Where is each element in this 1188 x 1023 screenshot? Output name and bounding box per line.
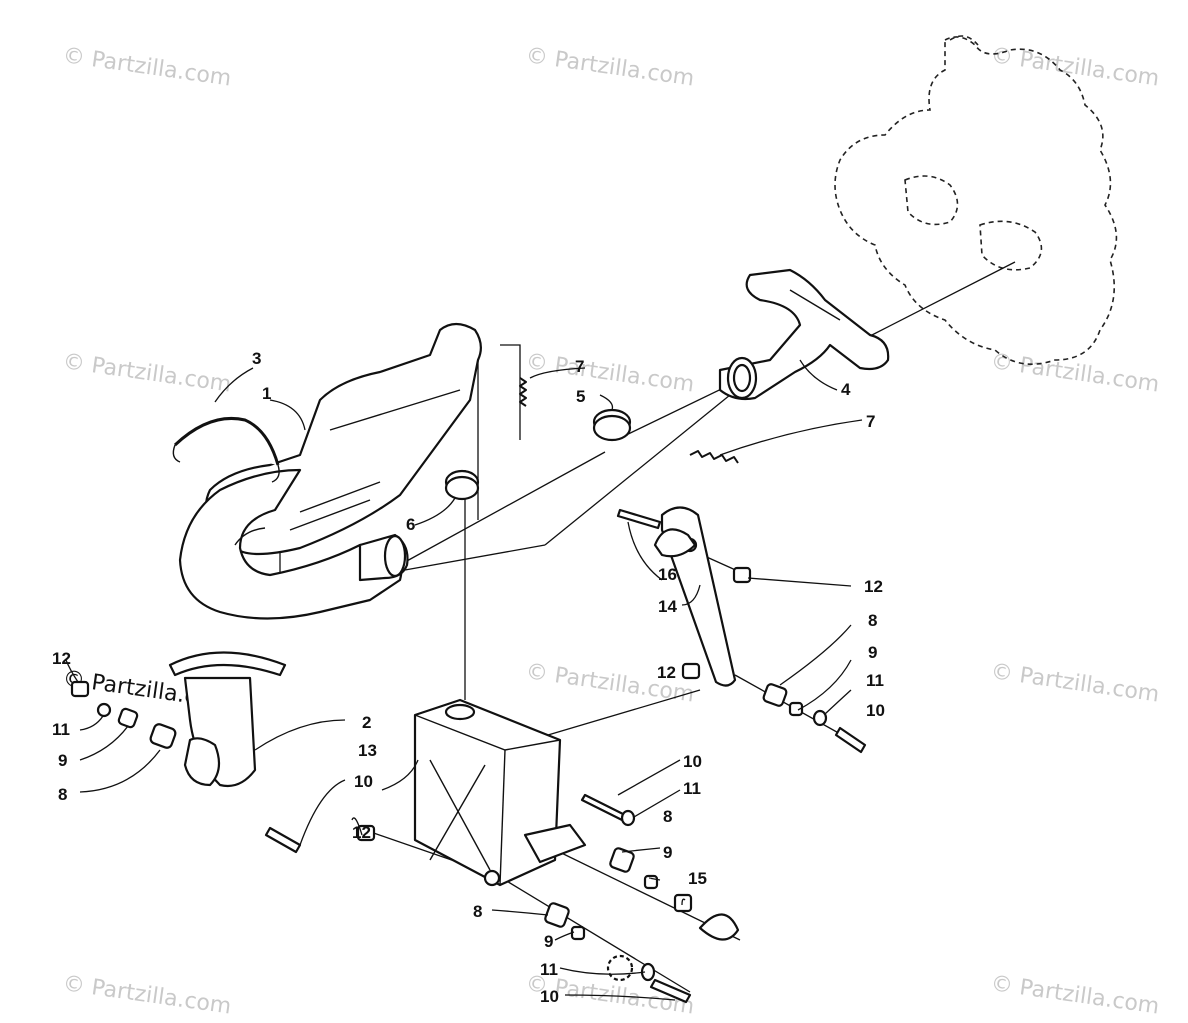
callout-label: 11 xyxy=(683,779,701,798)
exhaust-manifold xyxy=(718,268,890,401)
muffler-bracket xyxy=(168,651,287,788)
callout-label: 11 xyxy=(866,671,884,690)
callout-label: 8 xyxy=(473,902,482,921)
callout-label: 7 xyxy=(575,357,584,376)
callout-label: 10 xyxy=(540,987,559,1006)
watermark: © Partzilla.com xyxy=(61,43,233,91)
callout-label: 15 xyxy=(688,869,707,888)
callout-label: 4 xyxy=(841,380,851,399)
callout-label: 9 xyxy=(663,843,672,862)
callout-label: 9 xyxy=(868,643,877,662)
watermark: © Partzilla.com xyxy=(989,659,1161,707)
springs xyxy=(519,377,739,464)
callout-label: 9 xyxy=(544,932,553,951)
callout-label: 10 xyxy=(354,772,373,791)
callout-label: 6 xyxy=(406,515,415,534)
callout-label: 1 xyxy=(262,384,271,403)
watermark: © Partzilla.com xyxy=(989,43,1161,91)
tank-assembly xyxy=(413,698,587,887)
watermark: © Partzilla.com xyxy=(989,971,1161,1019)
watermark: © Partzilla.com xyxy=(61,349,233,397)
callout-label: 12 xyxy=(657,663,676,682)
callout-label: 10 xyxy=(683,752,702,771)
callout-label: 2 xyxy=(362,713,371,732)
callout-label: 8 xyxy=(868,611,877,630)
callout-label: 16 xyxy=(658,565,677,584)
callout-label: 14 xyxy=(658,597,677,616)
hardware xyxy=(70,508,867,1004)
callout-label: 7 xyxy=(866,412,875,431)
callout-label: 11 xyxy=(52,720,70,739)
callout-label: 3 xyxy=(252,349,261,368)
callout-label: 8 xyxy=(663,807,672,826)
leader-lines xyxy=(65,359,863,1001)
watermark: © Partzilla.com xyxy=(524,349,696,397)
retaining-strap xyxy=(172,416,280,483)
callout-label: 12 xyxy=(352,823,371,842)
callout-label: 8 xyxy=(58,785,67,804)
gasket-rings xyxy=(444,408,632,501)
callout-label: 9 xyxy=(58,751,67,770)
watermark: © Partzilla.com xyxy=(524,43,696,91)
callout-label: 12 xyxy=(52,649,71,668)
engine-outline xyxy=(834,35,1118,366)
callout-labels: 1 2 3 4 5 6 7 7 8 8 8 8 9 9 9 9 10 10 10… xyxy=(52,349,885,1006)
callout-label: 13 xyxy=(358,741,377,760)
callout-label: 11 xyxy=(540,960,558,979)
muffler xyxy=(178,322,482,620)
callout-label: 10 xyxy=(866,701,885,720)
callout-label: 5 xyxy=(576,387,585,406)
callout-label: 12 xyxy=(864,577,883,596)
link-arm xyxy=(653,506,737,687)
watermark: © Partzilla.com xyxy=(61,971,233,1019)
